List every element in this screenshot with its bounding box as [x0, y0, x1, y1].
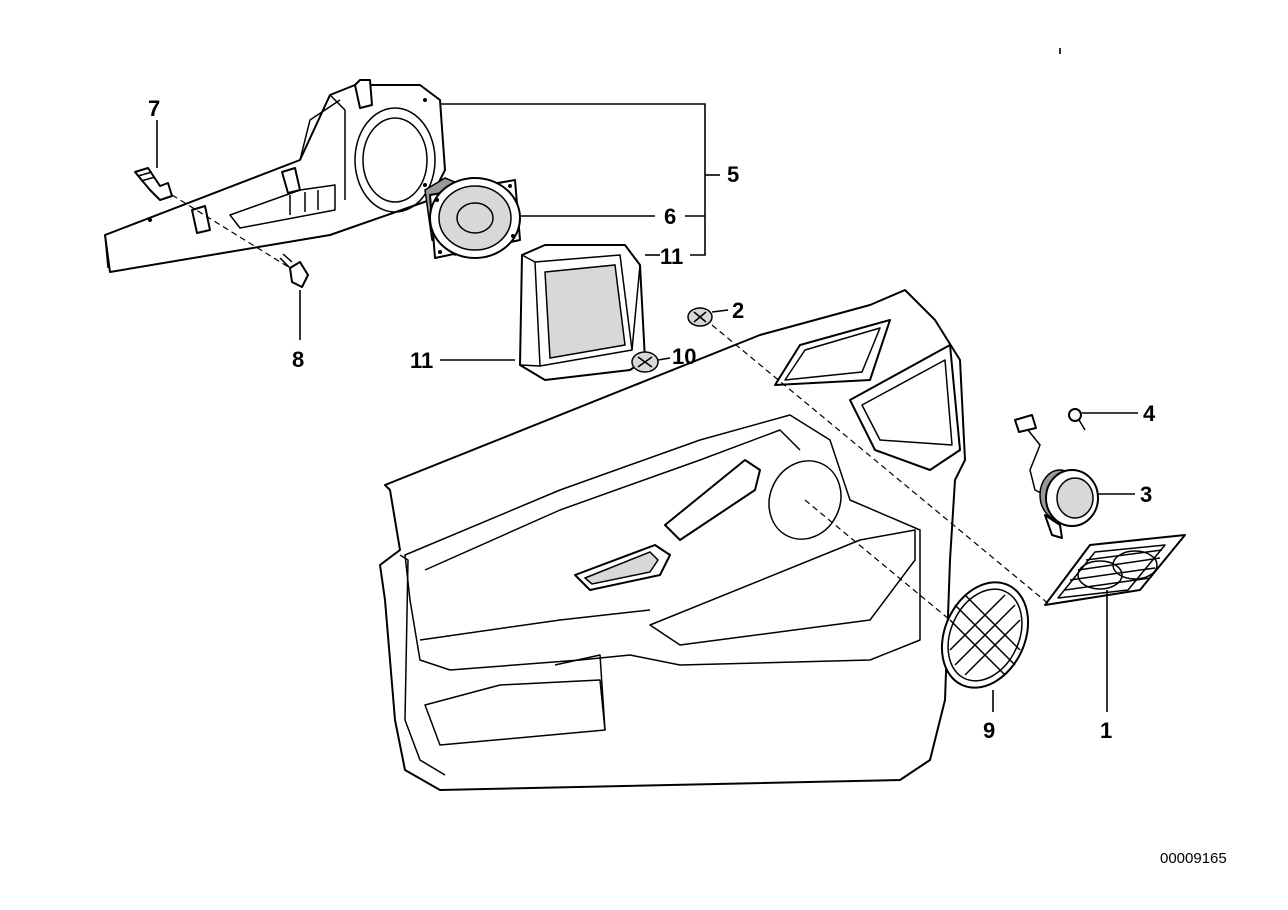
callout-9: 9	[983, 718, 995, 743]
adapter-ring-icon	[519, 244, 646, 381]
callout-7: 7	[148, 96, 160, 121]
callout-4: 4	[1143, 401, 1156, 426]
callout-8: 8	[292, 347, 304, 372]
callout-2: 2	[732, 298, 744, 323]
callout-10: 10	[672, 344, 696, 369]
speaker-icon	[424, 177, 521, 259]
clip-icon	[134, 167, 173, 201]
screw-4-icon	[1068, 408, 1086, 431]
clip-10-icon	[631, 351, 659, 373]
speaker-housing-icon	[104, 79, 446, 273]
round-grille-icon	[940, 581, 1030, 689]
callout-3: 3	[1140, 482, 1152, 507]
door-panel-icon	[379, 289, 966, 791]
grille-icon	[1044, 534, 1186, 606]
tweeter-icon	[1014, 414, 1099, 539]
drawing-number: 00009165	[1160, 850, 1227, 867]
callout-6: 6	[664, 204, 676, 229]
callout-5: 5	[727, 162, 739, 187]
callout-11-upper: 11	[660, 244, 683, 269]
clip-2-icon	[687, 307, 713, 327]
callout-11-lower: 11	[410, 348, 433, 373]
screw-icon	[171, 194, 309, 288]
callout-1: 1	[1100, 718, 1112, 743]
